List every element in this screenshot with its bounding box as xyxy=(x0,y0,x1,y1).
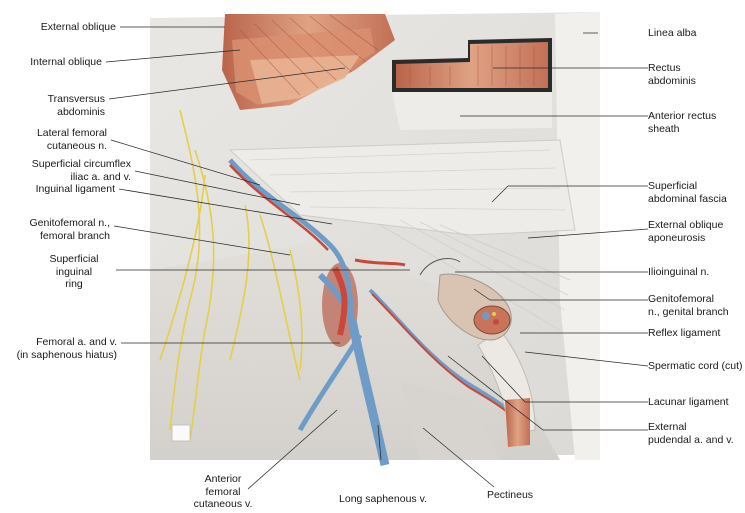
rectus-fibers xyxy=(409,46,535,86)
anterior-rectus-sheath xyxy=(392,92,552,130)
label-external-oblique-aponeurosis: External oblique aponeurosis xyxy=(648,219,724,244)
label-superficial-inguinal-ring: Superficial inguinal ring xyxy=(49,253,99,290)
label-external-pudendal: External pudendal a. and v. xyxy=(648,421,734,446)
label-inguinal-ligament: Inguinal ligament xyxy=(35,183,115,195)
label-linea-alba: Linea alba xyxy=(648,27,697,39)
label-femoral-av: Femoral a. and v. (in saphenous hiatus) xyxy=(16,336,117,361)
rectus-abdominis-muscle xyxy=(396,42,548,88)
label-reflex-ligament: Reflex ligament xyxy=(648,327,721,339)
label-transversus-abdominis: Transversus abdominis xyxy=(47,93,105,118)
superficial-ring-arc xyxy=(419,258,461,276)
cord-cut xyxy=(473,305,511,335)
spermatic-cord-muscle xyxy=(505,398,530,447)
label-superficial-circumflex: Superficial circumflex iliac a. and v. xyxy=(31,158,131,183)
nerves xyxy=(159,109,303,441)
label-pectineus: Pectineus xyxy=(486,489,534,501)
label-lateral-femoral-cutaneous: Lateral femoral cutaneous n. xyxy=(36,127,107,152)
label-genitofemoral-femoral: Genitofemoral n., femoral branch xyxy=(29,217,110,242)
superficial-fascia-flap xyxy=(228,139,576,236)
label-anterior-rectus-sheath: Anterior rectus sheath xyxy=(648,110,717,135)
label-lacunar-ligament: Lacunar ligament xyxy=(648,396,729,408)
muscle-fibers xyxy=(239,14,379,96)
label-ilioinguinal: Ilioinguinal n. xyxy=(648,266,710,278)
label-external-oblique: External oblique xyxy=(40,21,116,33)
label-superficial-abdominal-fascia: Superficial abdominal fascia xyxy=(648,180,727,205)
label-anterior-femoral-cutaneous: Anterior femoral cutaneous v. xyxy=(193,473,253,510)
transversus-muscle xyxy=(250,55,360,104)
vessels xyxy=(228,158,522,467)
label-spermatic-cord: Spermatic cord (cut) xyxy=(648,360,743,372)
label-internal-oblique: Internal oblique xyxy=(30,56,102,68)
label-rectus-abdominis: Rectus abdominis xyxy=(648,62,696,87)
linea-alba-band xyxy=(555,12,600,460)
pectineus-area xyxy=(400,380,500,460)
leader-lines xyxy=(105,26,649,490)
label-long-saphenous: Long saphenous v. xyxy=(339,493,427,505)
label-genitofemoral-genital: Genitofemoral n., genital branch xyxy=(648,293,729,318)
